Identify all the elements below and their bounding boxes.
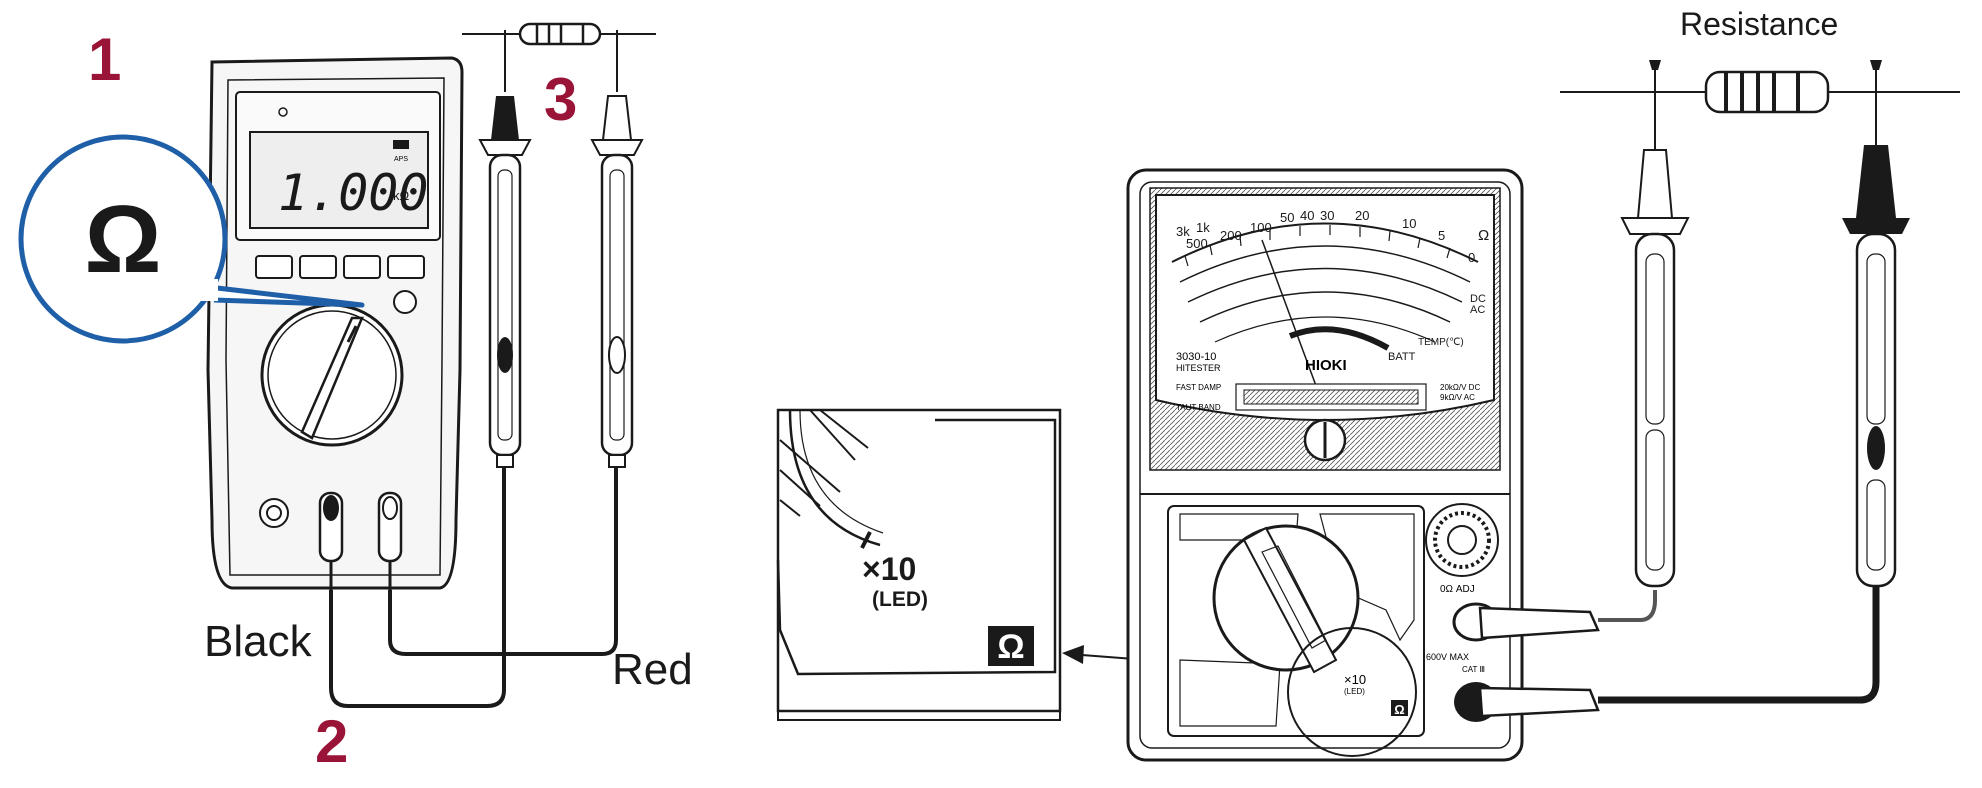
- step-number-3: 3: [544, 66, 577, 133]
- lcd-aps-indicator: APS: [394, 156, 408, 163]
- resistance-label: Resistance: [1680, 6, 1838, 42]
- ohm-scale-20: 20: [1355, 208, 1369, 223]
- digital-multimeter: APS 1.000 kΩ: [206, 56, 464, 590]
- fast-damp-label: FAST DAMP: [1176, 383, 1221, 392]
- ohm-scale-5: 5: [1438, 228, 1445, 243]
- model-number: 3030-10: [1176, 351, 1216, 363]
- ohm-scale-30: 30: [1320, 208, 1334, 223]
- analog-red-probe: [1620, 60, 1690, 588]
- ohm-scale-200: 200: [1220, 228, 1242, 243]
- dmm-button-3: [343, 255, 381, 279]
- dmm-button-2: [299, 255, 337, 279]
- black-lead-wire: [329, 460, 506, 708]
- resistor-left: [462, 22, 656, 46]
- model-name: HITESTER: [1176, 363, 1221, 373]
- analog-black-probe: [1842, 60, 1910, 588]
- analog-multimeter: 3k 1k 500 200 100 50 40 30 20 10 5 0 Ω D…: [1126, 168, 1600, 762]
- dmm-hold-button: [393, 290, 417, 314]
- red-lead-label: Red: [612, 645, 693, 694]
- step-number-2: 2: [315, 708, 348, 775]
- zoom-highlight-circle: [1287, 627, 1417, 757]
- zoom-inset: ×10 (LED) Ω: [776, 408, 1062, 721]
- range-ohm-symbol: Ω: [1394, 702, 1404, 717]
- ac-scale-label: AC: [1470, 304, 1485, 316]
- black-test-probe: [478, 30, 532, 468]
- zoom-range-led: (LED): [872, 588, 928, 611]
- dmm-button-4: [387, 255, 425, 279]
- taut-band-label: TAUT BAND: [1176, 403, 1221, 412]
- zoom-ohm-symbol: Ω: [997, 628, 1024, 666]
- range-x10: ×10: [1344, 672, 1366, 687]
- ohm-callout: Ω: [18, 134, 365, 344]
- step-number-1: 1: [88, 26, 121, 93]
- ohm-scale-40: 40: [1300, 208, 1314, 223]
- red-test-probe: [590, 30, 644, 468]
- sensitivity-dc: 20kΩ/V DC: [1440, 383, 1480, 392]
- lcd-unit: kΩ: [393, 188, 410, 203]
- ohm-scale-1k: 1k: [1196, 220, 1210, 235]
- batt-scale-label: BATT: [1388, 351, 1416, 363]
- ohm-scale-10: 10: [1402, 216, 1416, 231]
- callout-ohm-symbol: Ω: [85, 186, 162, 293]
- analog-red-wire: [1598, 590, 1657, 622]
- cat-rating-label: CAT Ⅲ: [1462, 665, 1485, 674]
- max-voltage-label: 600V MAX: [1426, 652, 1469, 662]
- ohm-scale-50: 50: [1280, 210, 1294, 225]
- ohm-scale-500: 500: [1186, 236, 1208, 251]
- black-lead-label: Black: [204, 617, 313, 666]
- ohm-scale-3k: 3k: [1176, 224, 1190, 239]
- temp-scale-label: TEMP(℃): [1418, 337, 1464, 348]
- ohm-adj-label: 0Ω ADJ: [1440, 584, 1475, 595]
- resistor-right: [1560, 70, 1960, 114]
- ohm-scale-0: 0: [1468, 250, 1475, 265]
- sensitivity-ac: 9kΩ/V AC: [1440, 393, 1475, 402]
- dc-scale-label: DC: [1470, 293, 1486, 305]
- analog-black-wire: [1598, 586, 1880, 704]
- lcd-reading: 1.000: [278, 164, 429, 222]
- zoom-range-x10: ×10: [862, 551, 916, 587]
- range-led: (LED): [1344, 687, 1365, 696]
- brand-logo: HIOKI: [1305, 357, 1347, 374]
- dmm-button-1: [255, 255, 293, 279]
- red-lead-wire: [388, 460, 618, 656]
- ohm-scale-100: 100: [1250, 220, 1272, 235]
- dmm-rotary-dial: [260, 303, 404, 447]
- ohm-scale-unit: Ω: [1478, 227, 1489, 244]
